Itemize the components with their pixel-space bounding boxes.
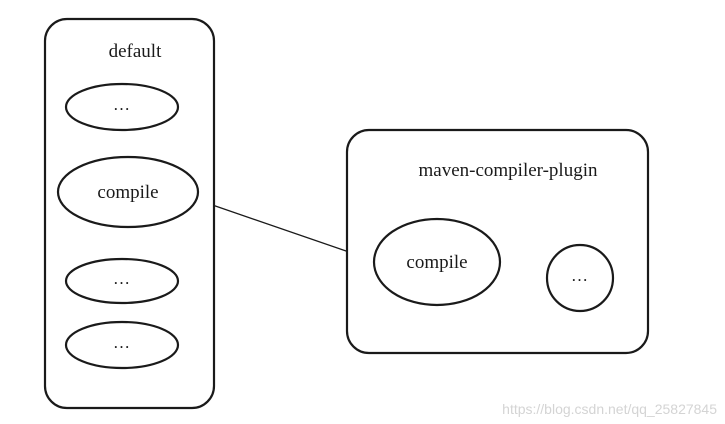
- watermark-text: https://blog.csdn.net/qq_25827845: [502, 401, 717, 417]
- phase-node: [64, 320, 180, 370]
- goal-label-compile: compile: [406, 252, 467, 273]
- plugin-group: maven-compiler-plugin compile …: [345, 128, 650, 355]
- goal-node: [545, 243, 615, 313]
- phase-node-compile: [56, 155, 200, 229]
- goal-node-compile: [372, 217, 502, 307]
- phase-label: …: [113, 95, 131, 114]
- lifecycle-default-group: default … compile … …: [43, 17, 216, 410]
- lifecycle-title: default: [109, 41, 162, 62]
- goal-label: …: [571, 266, 589, 285]
- phase-label-compile: compile: [97, 182, 158, 203]
- phase-label: …: [113, 333, 131, 352]
- plugin-title: maven-compiler-plugin: [418, 160, 598, 181]
- phase-node: [64, 82, 180, 132]
- phase-node: [64, 257, 180, 305]
- phase-label: …: [113, 269, 131, 288]
